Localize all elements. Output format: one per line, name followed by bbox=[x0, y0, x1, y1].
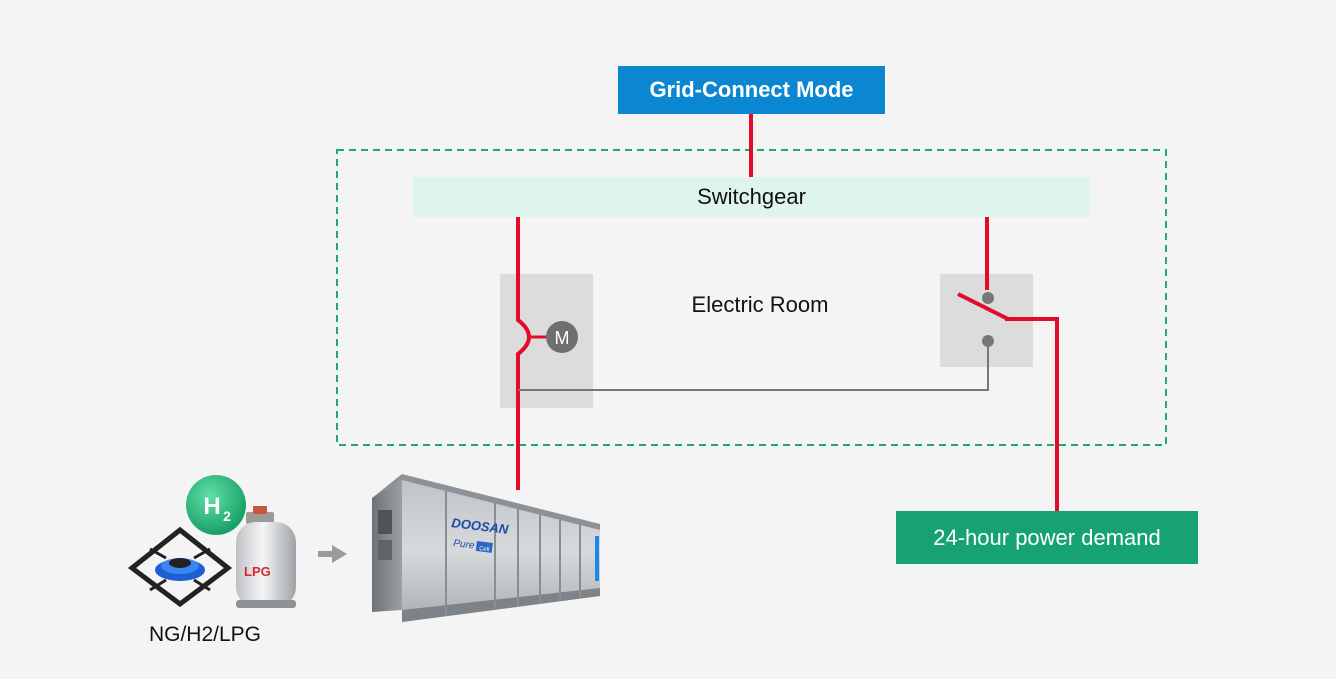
switchgear-bar bbox=[413, 177, 1090, 217]
switch-blade bbox=[957, 292, 1009, 321]
motor-label: M bbox=[555, 328, 570, 348]
h2-badge-letter: H bbox=[203, 493, 220, 520]
control-wire bbox=[518, 342, 989, 391]
power-demand-label: 24-hour power demand bbox=[896, 511, 1198, 564]
h2-badge-subscript: 2 bbox=[223, 508, 231, 524]
fuel-cell-brand: DOOSAN bbox=[451, 515, 510, 537]
switch-contact-top bbox=[982, 292, 994, 304]
switch-contact-bottom bbox=[982, 335, 994, 347]
fuel-cell-unit-icon: DOOSAN Pure Cell bbox=[372, 474, 600, 622]
fuel-cell-model: Pure bbox=[453, 538, 476, 552]
fuel-cell-power-line bbox=[516, 217, 531, 490]
gas-burner-icon bbox=[127, 526, 233, 608]
electric-room-label: Electric Room bbox=[691, 292, 829, 317]
arrow-right-icon bbox=[318, 545, 347, 563]
load-line bbox=[1005, 317, 1059, 511]
fuel-types-label: NG/H2/LPG bbox=[148, 623, 262, 646]
hydrogen-badge-icon: H 2 bbox=[186, 475, 246, 535]
motor-breaker-panel bbox=[500, 274, 593, 408]
fuel-cell-model-badge: Cell bbox=[479, 546, 490, 553]
switchgear-label: Switchgear bbox=[697, 184, 806, 209]
grid-connect-mode-label: Grid-Connect Mode bbox=[618, 66, 885, 114]
motor-icon bbox=[546, 321, 578, 353]
lpg-tank-icon: LPG bbox=[236, 506, 296, 608]
lpg-text: LPG bbox=[244, 564, 271, 579]
